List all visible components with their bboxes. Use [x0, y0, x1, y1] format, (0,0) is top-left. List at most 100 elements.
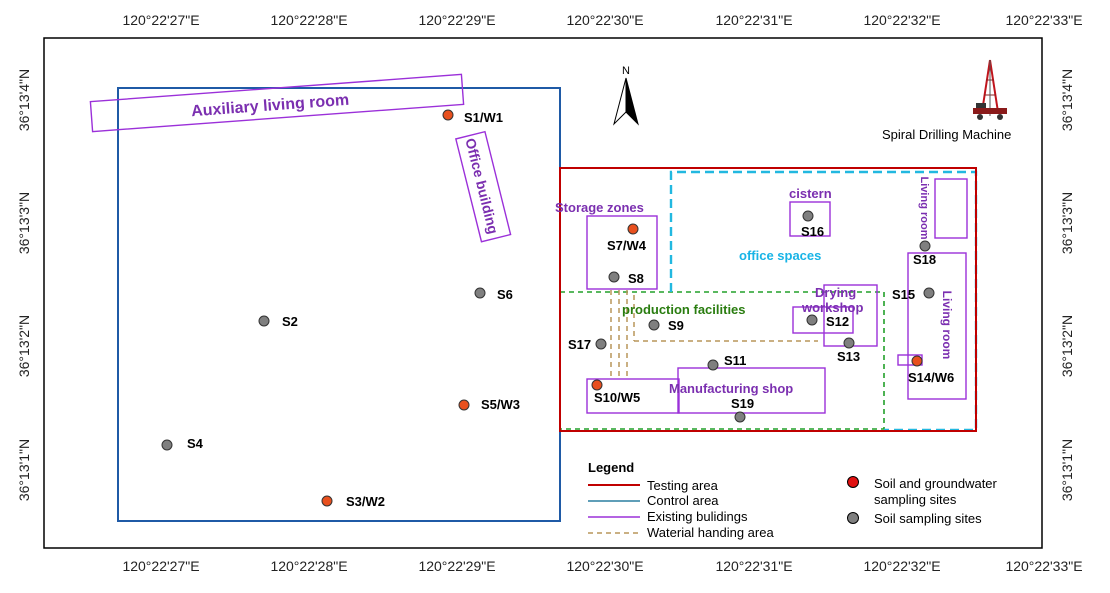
x-axis-top: 120°22'27"E 120°22'28"E 120°22'29"E 120°…: [122, 12, 1082, 28]
site-label: S19: [731, 396, 754, 411]
x-tick-label: 120°22'29"E: [418, 558, 495, 574]
site-label: S7/W4: [607, 238, 647, 253]
office-spaces-label: office spaces: [739, 248, 821, 263]
y-axis-left: 36°13'4"N 36°13'3"N 36°13'2"N 36°13'1"N: [16, 69, 32, 501]
x-tick-label: 120°22'32"E: [863, 558, 940, 574]
x-tick-label: 120°22'33"E: [1005, 558, 1082, 574]
site-label: S12: [826, 314, 849, 329]
site-label: S2: [282, 314, 298, 329]
legend-control-label: Control area: [647, 493, 719, 508]
soil-site-marker: [258, 315, 270, 327]
buildings-group: [586, 178, 968, 414]
y-tick-label: 36°13'2"N: [1059, 315, 1075, 377]
soil-site-marker: [806, 314, 818, 326]
cistern-building: [789, 201, 831, 237]
x-axis-bottom: 120°22'27"E 120°22'28"E 120°22'29"E 120°…: [122, 558, 1082, 574]
aux-living-room: Auxiliary living room: [89, 73, 465, 133]
soil-site-marker: [802, 210, 814, 222]
site-label: S16: [801, 224, 824, 239]
x-tick-label: 120°22'33"E: [1005, 12, 1082, 28]
site-label: S9: [668, 318, 684, 333]
soil-site-marker: [707, 359, 719, 371]
drying-label-line1: Drying: [815, 285, 856, 300]
soil-site-marker: [734, 411, 746, 423]
y-tick-label: 36°13'2"N: [16, 315, 32, 377]
site-label: S10/W5: [594, 390, 640, 405]
site-label: S18: [913, 252, 936, 267]
site-label: S5/W3: [481, 397, 520, 412]
y-axis-right: 36°13'4"N 36°13'3"N 36°13'2"N 36°13'1"N: [1059, 69, 1075, 501]
x-tick-label: 120°22'32"E: [863, 12, 940, 28]
site-label: S1/W1: [464, 110, 503, 125]
drying-label-line2: workshop: [801, 300, 863, 315]
x-tick-label: 120°22'27"E: [122, 12, 199, 28]
soil-groundwater-site-marker: [321, 495, 333, 507]
legend: Legend Testing area Control area Existin…: [588, 460, 998, 540]
soil-site-marker: [843, 337, 855, 349]
living-room-side-building: [907, 252, 967, 400]
manufacturing-building-left: [586, 378, 680, 414]
north-arrow: N: [613, 65, 639, 126]
north-arrow-right: [625, 77, 639, 126]
legend-title: Legend: [588, 460, 634, 475]
x-tick-label: 120°22'27"E: [122, 558, 199, 574]
manufacturing-label: Manufacturing shop: [669, 381, 793, 396]
legend-buildings-label: Existing bulidings: [647, 509, 748, 524]
soil-site-marker: [648, 319, 660, 331]
storage-label: Storage zones: [555, 200, 644, 215]
site-label: S17: [568, 337, 591, 352]
soil-site-marker: [474, 287, 486, 299]
y-tick-label: 36°13'1"N: [16, 439, 32, 501]
drying-workshop-building-a: [792, 306, 854, 334]
legend-soil-label: Soil sampling sites: [874, 511, 982, 526]
y-tick-label: 36°13'3"N: [16, 192, 32, 254]
sampling-sites-layer: S1/W1S2S3/W2S4S5/W3S6S7/W4S8S9S10/W5S11S…: [161, 109, 954, 509]
legend-soil-gw-label-line1: Soil and groundwater: [874, 476, 998, 491]
x-tick-label: 120°22'28"E: [270, 12, 347, 28]
x-tick-label: 120°22'30"E: [566, 558, 643, 574]
office-building: Office building: [454, 130, 512, 243]
x-tick-label: 120°22'31"E: [715, 558, 792, 574]
soil-groundwater-site-marker: [627, 223, 639, 235]
site-label: S14/W6: [908, 370, 954, 385]
north-arrow-left: [613, 77, 627, 126]
legend-soil-swatch: [847, 512, 859, 524]
material-handling-area: [610, 290, 818, 379]
soil-site-marker: [923, 287, 935, 299]
site-label: S8: [628, 271, 644, 286]
x-tick-label: 120°22'31"E: [715, 12, 792, 28]
soil-groundwater-site-marker: [591, 379, 603, 391]
legend-soil-gw-swatch: [847, 476, 859, 488]
site-label: S6: [497, 287, 513, 302]
x-tick-label: 120°22'29"E: [418, 12, 495, 28]
north-arrow-label: N: [622, 65, 630, 77]
map-frame: [43, 37, 1043, 549]
soil-site-marker: [595, 338, 607, 350]
x-tick-label: 120°22'28"E: [270, 558, 347, 574]
y-tick-label: 36°13'4"N: [1059, 69, 1075, 131]
y-tick-label: 36°13'1"N: [1059, 439, 1075, 501]
cistern-label: cistern: [789, 186, 832, 201]
soil-site-marker: [919, 240, 931, 252]
site-label: S15: [892, 287, 915, 302]
living-room-top-label: Living room: [918, 177, 930, 240]
site-label: S13: [837, 349, 860, 364]
spiral-drilling-machine-icon: [973, 59, 1007, 120]
living-room-top-building: [934, 178, 968, 239]
aux-living-room-label: Auxiliary living room: [191, 92, 350, 121]
y-tick-label: 36°13'4"N: [16, 69, 32, 131]
site-label: S4: [187, 436, 204, 451]
control-area: [117, 87, 561, 522]
soil-groundwater-site-marker: [442, 109, 454, 121]
site-label: S3/W2: [346, 494, 385, 509]
legend-testing-label: Testing area: [647, 478, 719, 493]
production-zone: [559, 291, 885, 430]
production-label: production facilities: [622, 302, 746, 317]
soil-groundwater-site-marker: [911, 355, 923, 367]
drill-label: Spiral Drilling Machine: [882, 127, 1011, 142]
x-tick-label: 120°22'30"E: [566, 12, 643, 28]
soil-groundwater-site-marker: [458, 399, 470, 411]
living-room-side-label: Living room: [940, 291, 954, 360]
soil-site-marker: [608, 271, 620, 283]
